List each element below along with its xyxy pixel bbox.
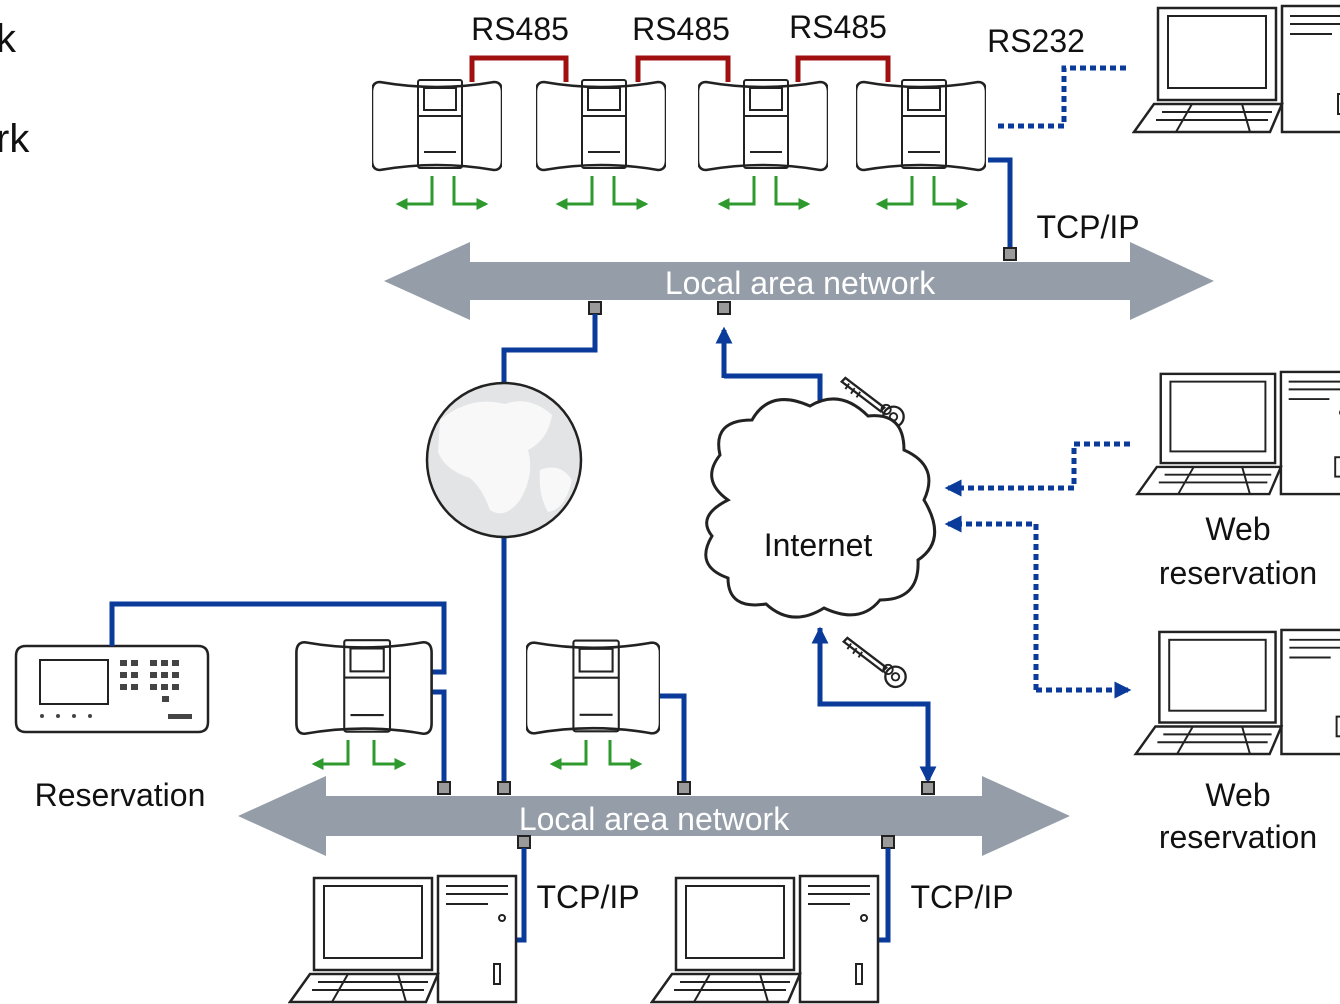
web2-line1: Web [1205,777,1270,813]
computer-bottom-1 [288,874,518,1004]
controller-top-4 [856,78,986,172]
internet-label: Internet [764,527,873,563]
rs232-link [998,65,1130,129]
reservation-terminal-icon [14,644,210,734]
rs485-bus-1 [469,55,569,82]
bottom-controller-1-link [430,689,447,782]
port-bottom-lan-pc1 [517,835,531,849]
bottom-controller-2-link [660,693,687,782]
computer-bottom-2 [650,874,880,1004]
port-top-controller [1003,247,1017,261]
web-link-2 [944,515,1039,690]
port-bottom-lan-1 [437,781,451,795]
tcpip-top-label: TCP/IP [1036,209,1139,245]
cloud-icon [704,397,937,619]
controller-top-1 [372,78,502,172]
terminal-link [109,601,447,675]
port-bottom-lan-globe [497,781,511,795]
key-icon-bottom [842,636,907,689]
port-bottom-lan-internet [921,781,935,795]
rs485-bus-2 [635,55,731,82]
partial-heading-line-2: rk [0,117,30,161]
computer-top-right [1132,4,1340,134]
controller-top-3 [698,78,828,172]
rs485-bus-3 [795,55,891,82]
controller-bottom-1 [294,638,434,736]
lan-top-label: Local area network [665,265,936,301]
computer-web-1 [1136,370,1340,496]
relay-outputs-top [395,176,969,210]
globe-icon [425,381,583,539]
web2-line2: reservation [1159,819,1317,855]
partial-heading-line-1: k [0,17,17,61]
tcpip-bottom-1-label: TCP/IP [536,879,639,915]
rs232-label: RS232 [987,23,1085,59]
reservation-label: Reservation [35,777,206,813]
rs485-label-2: RS485 [632,11,730,47]
lan-bottom-label: Local area network [519,801,790,837]
port-bottom-lan-2 [677,781,691,795]
port-bottom-lan-pc2 [881,835,895,849]
port-top-lan-globe [588,301,602,315]
tcpip-top-link [988,157,1013,250]
rs485-label-1: RS485 [471,11,569,47]
lan-bottom-arrow [238,776,1070,856]
web1-line2: reservation [1159,555,1317,591]
web1-line1: Web [1205,511,1270,547]
web-link-1 [944,441,1130,497]
rs485-label-3: RS485 [789,9,887,45]
controller-top-2 [536,78,666,172]
tcpip-bottom-2-label: TCP/IP [910,879,1013,915]
controller-bottom-2 [526,639,660,735]
computer-web-2 [1134,628,1340,756]
globe-link-top [501,314,598,384]
lan-top-arrow [384,242,1214,320]
internet-link-bottom [817,628,937,784]
relay-outputs-bottom [311,740,643,770]
port-top-lan-internet [717,301,731,315]
